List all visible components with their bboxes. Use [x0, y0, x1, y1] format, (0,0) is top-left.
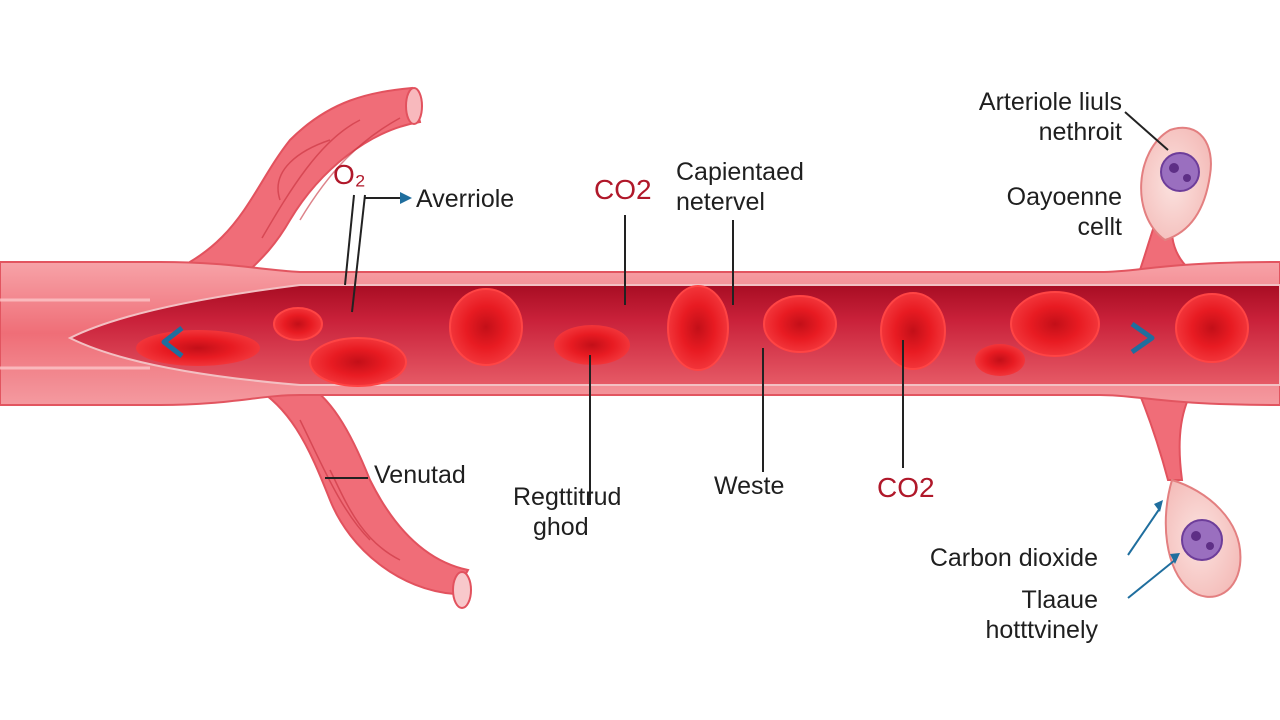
capillary-label-line1: Capientaed — [676, 158, 804, 186]
leader-lines — [325, 111, 1169, 505]
tissue-label-line2: hotttvinely — [985, 616, 1098, 644]
flow-arrow-right-icon — [1130, 321, 1155, 355]
o2-label: O₂ — [333, 159, 366, 190]
arteriole-branch — [149, 86, 422, 281]
carbon-dioxide-label: Carbon dioxide — [929, 544, 1098, 572]
waste-label: Weste — [714, 472, 785, 500]
co2-top-label: CO2 — [594, 174, 652, 205]
arteriole-label-line1: Arteriole liuls — [978, 88, 1122, 116]
tissue-label-line1: Tlaaue — [1021, 586, 1098, 614]
arteriole-label-line2: nethroit — [1038, 118, 1122, 146]
oxygen-cell-label-line2: cellt — [1077, 213, 1122, 241]
oxygen-cell-label-line1: Oayoenne — [1006, 183, 1122, 211]
flow-arrow-left-icon — [161, 326, 184, 358]
red-blood-cells — [136, 285, 1249, 387]
tissue-cell-icon — [1140, 126, 1212, 242]
tissue-cell-icon — [1164, 478, 1242, 598]
red-blood-label-line1: Regttitrud — [513, 483, 622, 511]
red-blood-label-line2: ghod — [533, 513, 589, 541]
venule-label: Venutad — [374, 461, 466, 489]
nucleus-icon — [1160, 152, 1200, 192]
capillary-label-line2: netervel — [676, 188, 765, 216]
averriole-label: Averriole — [416, 185, 515, 213]
nucleus-icon — [1181, 519, 1223, 561]
co2-bottom-label: CO2 — [877, 472, 935, 503]
